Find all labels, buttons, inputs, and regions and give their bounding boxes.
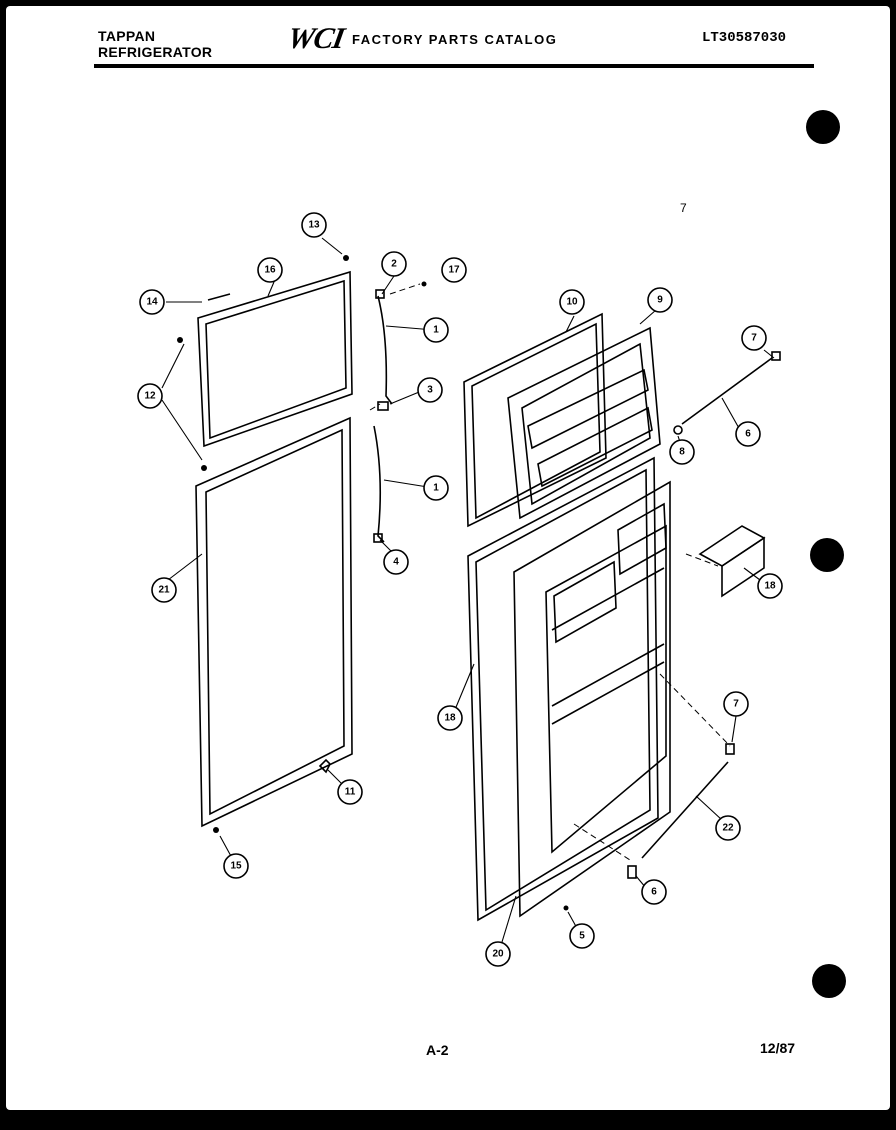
page-number: A-2 xyxy=(426,1042,449,1058)
product-name: REFRIGERATOR xyxy=(98,44,213,60)
svg-text:8: 8 xyxy=(679,447,685,458)
shelf-rod-part xyxy=(673,351,781,435)
callout-3: 3 xyxy=(417,377,443,403)
freezer-gasket-part xyxy=(197,270,353,448)
callout-22: 22 xyxy=(715,815,741,841)
binder-hole-bottom xyxy=(812,964,846,998)
fresh-food-gasket-part xyxy=(195,416,353,828)
bottom-rod-part xyxy=(563,743,735,911)
callout-4: 4 xyxy=(383,549,409,575)
svg-text:14: 14 xyxy=(146,297,158,308)
stray-mark: 7 xyxy=(680,201,687,215)
catalog-date: 12/87 xyxy=(760,1040,796,1056)
callout-2: 2 xyxy=(381,251,407,277)
svg-text:16: 16 xyxy=(264,265,276,276)
exploded-parts-diagram: 7 xyxy=(137,201,783,967)
svg-text:22: 22 xyxy=(722,823,734,834)
brand-name: TAPPAN xyxy=(98,28,156,44)
callout-8: 8 xyxy=(669,439,695,465)
screw-12a-part xyxy=(177,337,183,343)
callout-1-lower: 1 xyxy=(423,475,449,501)
callout-20: 20 xyxy=(485,941,511,967)
svg-text:17: 17 xyxy=(448,265,460,276)
callout-15: 15 xyxy=(223,853,249,879)
callout-13: 13 xyxy=(301,212,327,238)
callout-21: 21 xyxy=(151,577,177,603)
svg-text:7: 7 xyxy=(733,699,739,710)
callout-14: 14 xyxy=(139,289,165,315)
svg-text:3: 3 xyxy=(427,385,433,396)
callout-10: 10 xyxy=(559,289,585,315)
leader-lines xyxy=(161,237,775,943)
binder-hole-middle xyxy=(810,538,844,572)
door-handle-part xyxy=(373,281,427,543)
svg-text:11: 11 xyxy=(345,787,356,798)
callout-11: 11 xyxy=(337,779,363,805)
callout-6-upper: 6 xyxy=(735,421,761,447)
callout-12: 12 xyxy=(137,383,163,409)
callout-6-lower: 6 xyxy=(641,879,667,905)
callout-18-dairy: 18 xyxy=(757,573,783,599)
svg-text:7: 7 xyxy=(751,333,757,344)
handle-clip-part xyxy=(207,293,231,301)
svg-text:13: 13 xyxy=(308,220,320,231)
clip-11-part xyxy=(318,758,331,774)
svg-text:21: 21 xyxy=(158,585,170,596)
svg-text:1: 1 xyxy=(433,483,439,494)
fresh-food-door-part xyxy=(467,456,671,922)
svg-text:6: 6 xyxy=(745,429,751,440)
screw-13-part xyxy=(343,255,349,261)
svg-text:15: 15 xyxy=(230,861,242,872)
callout-7-lower: 7 xyxy=(723,691,749,717)
callout-17: 17 xyxy=(441,257,467,283)
svg-text:5: 5 xyxy=(579,931,585,942)
binder-hole-top xyxy=(806,110,840,144)
svg-text:1: 1 xyxy=(433,325,439,336)
callout-9: 9 xyxy=(647,287,673,313)
svg-text:9: 9 xyxy=(657,295,663,306)
header-rule xyxy=(94,64,814,68)
svg-text:6: 6 xyxy=(651,887,657,898)
callout-16: 16 xyxy=(257,257,283,283)
svg-text:20: 20 xyxy=(492,949,504,960)
callout-5: 5 xyxy=(569,923,595,949)
catalog-title: FACTORY PARTS CATALOG xyxy=(352,32,558,47)
svg-text:12: 12 xyxy=(144,391,156,402)
catalog-page: TAPPAN REFRIGERATOR WCI FACTORY PARTS CA… xyxy=(6,6,890,1110)
header-left: TAPPAN REFRIGERATOR xyxy=(98,28,212,60)
screw-15-part xyxy=(213,827,219,833)
screw-12b-part xyxy=(201,465,207,471)
svg-text:2: 2 xyxy=(391,259,397,270)
svg-text:10: 10 xyxy=(566,297,578,308)
svg-text:4: 4 xyxy=(393,557,399,568)
callout-1-upper: 1 xyxy=(423,317,449,343)
callout-7-upper: 7 xyxy=(741,325,767,351)
svg-text:18: 18 xyxy=(764,581,776,592)
freezer-door-part xyxy=(463,312,661,528)
svg-text:18: 18 xyxy=(444,713,456,724)
model-number: LT30587030 xyxy=(702,30,787,46)
dairy-door-part xyxy=(698,525,766,598)
callout-18-door: 18 xyxy=(437,705,463,731)
